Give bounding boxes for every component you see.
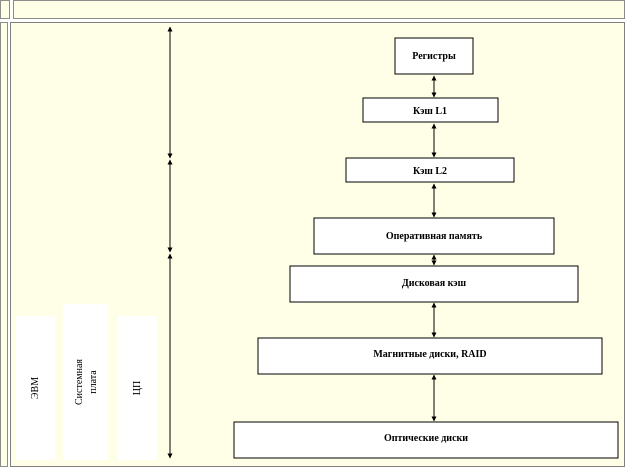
level-magnetic-disks-label: Магнитные диски, RAID bbox=[373, 349, 486, 360]
level-disk-cache-label: Дисковая кэш bbox=[402, 278, 467, 289]
level-optical-disks: Оптические диски bbox=[233, 421, 619, 459]
level-registers-label: Регистры bbox=[412, 51, 456, 62]
top-left-cell bbox=[0, 0, 10, 19]
cpu-label: ЦП bbox=[132, 381, 143, 395]
level-main-memory: Оперативная память bbox=[313, 217, 555, 255]
level-disk-cache: Дисковая кэш bbox=[289, 265, 579, 303]
computer-label: ЭВМ bbox=[30, 377, 41, 399]
level-magnetic-disks: Магнитные диски, RAID bbox=[257, 337, 603, 375]
level-cache-l1-label: Кэш L1 bbox=[413, 106, 447, 117]
level-optical-disks-label: Оптические диски bbox=[384, 433, 468, 444]
level-cache-l2-label: Кэш L2 bbox=[413, 166, 447, 177]
computer-label-panel bbox=[16, 316, 55, 460]
motherboard-label-line1: Системная bbox=[74, 359, 85, 405]
level-cache-l2: Кэш L2 bbox=[345, 157, 515, 183]
motherboard-label-panel bbox=[63, 304, 108, 460]
motherboard-label-line2: плата bbox=[88, 370, 99, 394]
level-main-memory-label: Оперативная память bbox=[386, 231, 483, 242]
level-registers: Регистры bbox=[394, 37, 474, 75]
level-cache-l1: Кэш L1 bbox=[362, 97, 499, 123]
cpu-label-panel bbox=[118, 316, 157, 460]
